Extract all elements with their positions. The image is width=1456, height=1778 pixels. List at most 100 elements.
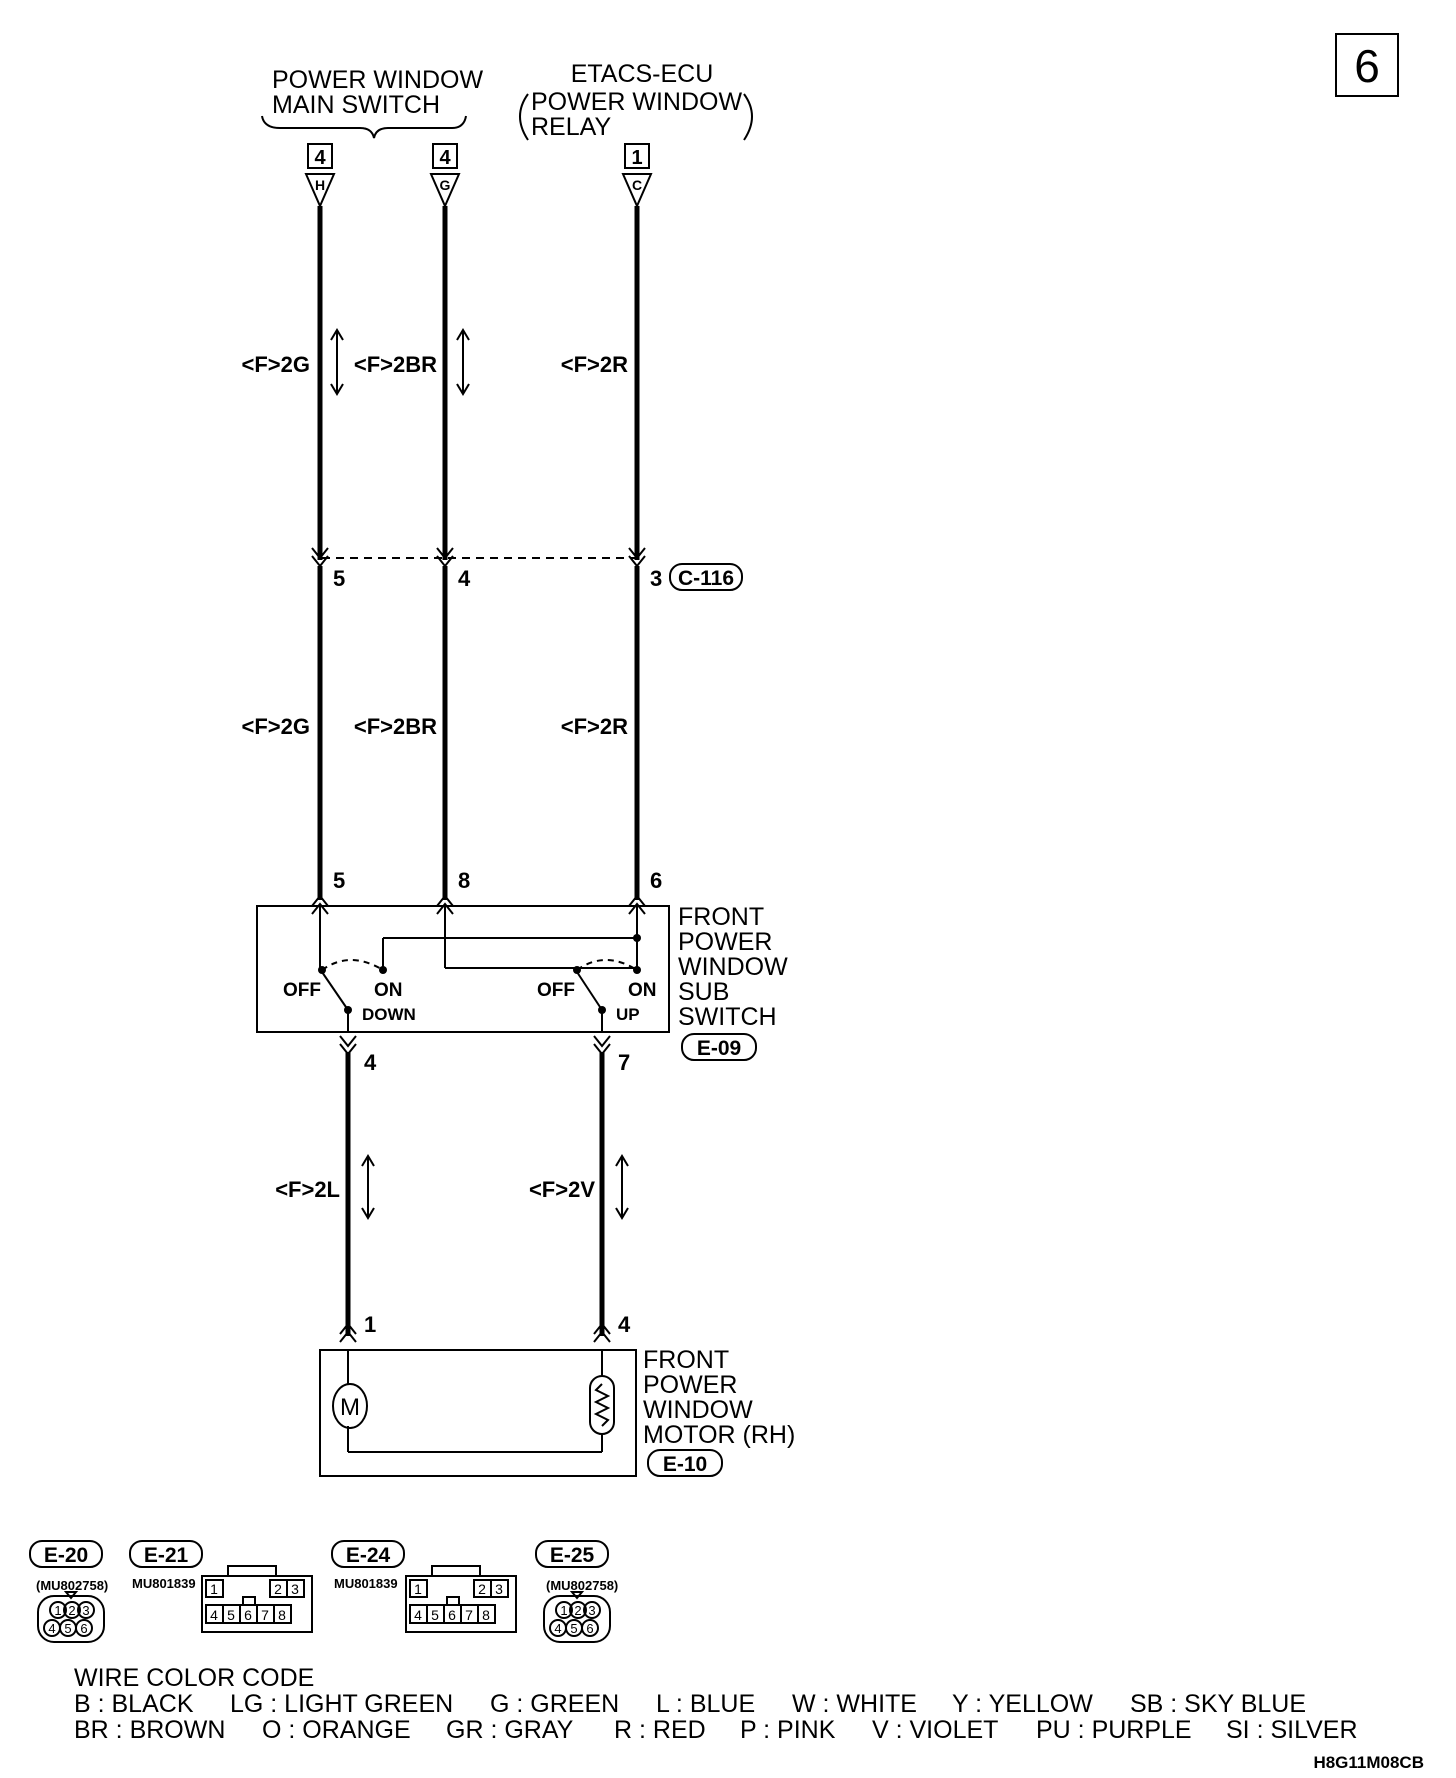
e21-pin: 5 xyxy=(227,1607,235,1623)
sub-switch-top-connector-icon xyxy=(311,894,646,915)
sub-switch-pin-5: 5 xyxy=(333,868,345,893)
connector-e24-part: MU801839 xyxy=(334,1576,398,1591)
terminal-h-page: 4 xyxy=(314,147,326,169)
connector-e21-id: E-21 xyxy=(144,1544,189,1567)
wire-label-lower-2l: <F>2L xyxy=(275,1177,340,1202)
color-code-entry: G : GREEN xyxy=(490,1690,619,1718)
color-code-entry: L : BLUE xyxy=(656,1690,755,1718)
motor-name-line1: FRONT xyxy=(643,1346,729,1374)
left-down-label: DOWN xyxy=(362,1005,416,1024)
terminal-h: 4 H xyxy=(304,143,336,209)
sub-switch-bottom-connector-icon xyxy=(339,1035,611,1056)
thermistor-icon xyxy=(589,1375,615,1435)
double-arrow-icon xyxy=(615,1154,629,1220)
terminal-c: 1 C xyxy=(621,143,653,209)
e24-pin: 5 xyxy=(431,1607,439,1623)
wire-label-upper-2r: <F>2R xyxy=(561,352,628,377)
color-code-entry: B : BLACK xyxy=(74,1690,194,1718)
e21-pin: 8 xyxy=(278,1607,286,1623)
color-code-entry: W : WHITE xyxy=(792,1690,917,1718)
wire-label-middle-2g: <F>2G xyxy=(242,714,310,739)
color-code-entry: SI : SILVER xyxy=(1226,1716,1358,1744)
connector-e20: E-20 (MU802758) 1 2 3 4 5 6 xyxy=(29,1540,108,1643)
color-code-entry: SB : SKY BLUE xyxy=(1130,1690,1306,1718)
motor-internal-wiring xyxy=(347,1350,603,1453)
terminal-h-letter: H xyxy=(315,177,325,193)
connector-e25-id: E-25 xyxy=(550,1544,595,1567)
connector-c116-badge xyxy=(669,563,743,591)
e24-pin: 7 xyxy=(465,1607,473,1623)
etacs-label-line1: ETACS-ECU xyxy=(571,60,714,88)
e21-pin: 2 xyxy=(274,1581,282,1597)
right-on-label: ON xyxy=(628,980,657,1001)
e25-pin: 6 xyxy=(586,1621,593,1636)
color-code-entry: P : PINK xyxy=(740,1716,836,1744)
motor-name-line4: MOTOR (RH) xyxy=(643,1421,795,1449)
wire-label-upper-2g: <F>2G xyxy=(242,352,310,377)
e21-pin: 4 xyxy=(210,1607,218,1623)
e24-pin: 4 xyxy=(414,1607,422,1623)
main-switch-label-line1: POWER WINDOW xyxy=(272,66,483,94)
e24-pin: 8 xyxy=(482,1607,490,1623)
etacs-paren-left xyxy=(519,93,529,141)
e21-pin: 3 xyxy=(291,1581,299,1597)
motor-box xyxy=(319,1349,637,1477)
connector-e21-part: MU801839 xyxy=(132,1576,196,1591)
connector-e10-badge xyxy=(647,1449,723,1477)
terminal-c-page: 1 xyxy=(631,147,642,169)
main-switch-brace xyxy=(261,115,467,139)
e24-pin: 2 xyxy=(478,1581,486,1597)
etacs-label-line2: POWER WINDOW xyxy=(531,88,742,116)
junction-pin-5: 5 xyxy=(333,566,345,591)
e20-pin: 1 xyxy=(54,1603,61,1618)
e20-pin: 4 xyxy=(48,1621,55,1636)
page-number: 6 xyxy=(1354,40,1380,92)
terminal-g: 4 G xyxy=(429,143,461,209)
motor-icon xyxy=(332,1383,368,1429)
junction-pin-3: 3 xyxy=(650,566,662,591)
double-arrow-icon xyxy=(456,328,470,396)
sub-switch-name-line4: SUB xyxy=(678,978,729,1006)
terminal-c-letter: C xyxy=(632,177,642,193)
e20-pin: 2 xyxy=(68,1603,75,1618)
connector-e25: E-25 (MU802758) 1 2 3 4 5 6 xyxy=(535,1540,618,1643)
e25-pin: 5 xyxy=(570,1621,577,1636)
connector-e20-part: (MU802758) xyxy=(36,1578,108,1593)
connector-e20-id: E-20 xyxy=(44,1544,88,1567)
color-code-entry: BR : BROWN xyxy=(74,1716,225,1744)
sub-switch-pin-8: 8 xyxy=(458,868,470,893)
color-code-entry: LG : LIGHT GREEN xyxy=(230,1690,453,1718)
e21-pin: 7 xyxy=(261,1607,269,1623)
e24-pin: 6 xyxy=(448,1607,456,1623)
sub-switch-contact-dots xyxy=(318,934,641,1014)
diagram-code: H8G11M08CB xyxy=(1313,1753,1424,1772)
e25-pin: 3 xyxy=(588,1603,595,1618)
connector-e09-badge xyxy=(681,1033,757,1061)
page-number-box: 6 xyxy=(1335,33,1399,97)
sub-switch-pin-7: 7 xyxy=(618,1050,630,1075)
motor-symbol: M xyxy=(340,1394,360,1421)
sub-switch-name-line3: WINDOW xyxy=(678,953,788,981)
junction-pin-4: 4 xyxy=(458,566,471,591)
main-switch-label-line2: MAIN SWITCH xyxy=(272,91,440,119)
sub-switch-box xyxy=(256,905,670,1033)
e24-pin: 1 xyxy=(414,1581,422,1597)
connector-e09-label: E-09 xyxy=(697,1037,741,1060)
sub-switch-pin-4: 4 xyxy=(364,1050,377,1075)
sub-switch-name-line1: FRONT xyxy=(678,903,764,931)
connector-e21: E-21 MU801839 1 2 3 4 5 6 7 8 xyxy=(129,1540,313,1633)
wire-color-code: WIRE COLOR CODE B : BLACK LG : LIGHT GRE… xyxy=(74,1664,1358,1744)
etacs-paren-right xyxy=(743,93,753,141)
right-off-label: OFF xyxy=(537,980,575,1001)
double-arrow-icon xyxy=(361,1154,375,1220)
wire-label-middle-2r: <F>2R xyxy=(561,714,628,739)
color-code-entry: Y : YELLOW xyxy=(952,1690,1093,1718)
e20-pin: 5 xyxy=(64,1621,71,1636)
color-code-entry: PU : PURPLE xyxy=(1036,1716,1192,1744)
e25-pin: 4 xyxy=(554,1621,561,1636)
e21-pin: 1 xyxy=(210,1581,218,1597)
double-arrow-icon xyxy=(330,328,344,396)
motor-name-line3: WINDOW xyxy=(643,1396,753,1424)
color-code-entry: V : VIOLET xyxy=(872,1716,998,1744)
